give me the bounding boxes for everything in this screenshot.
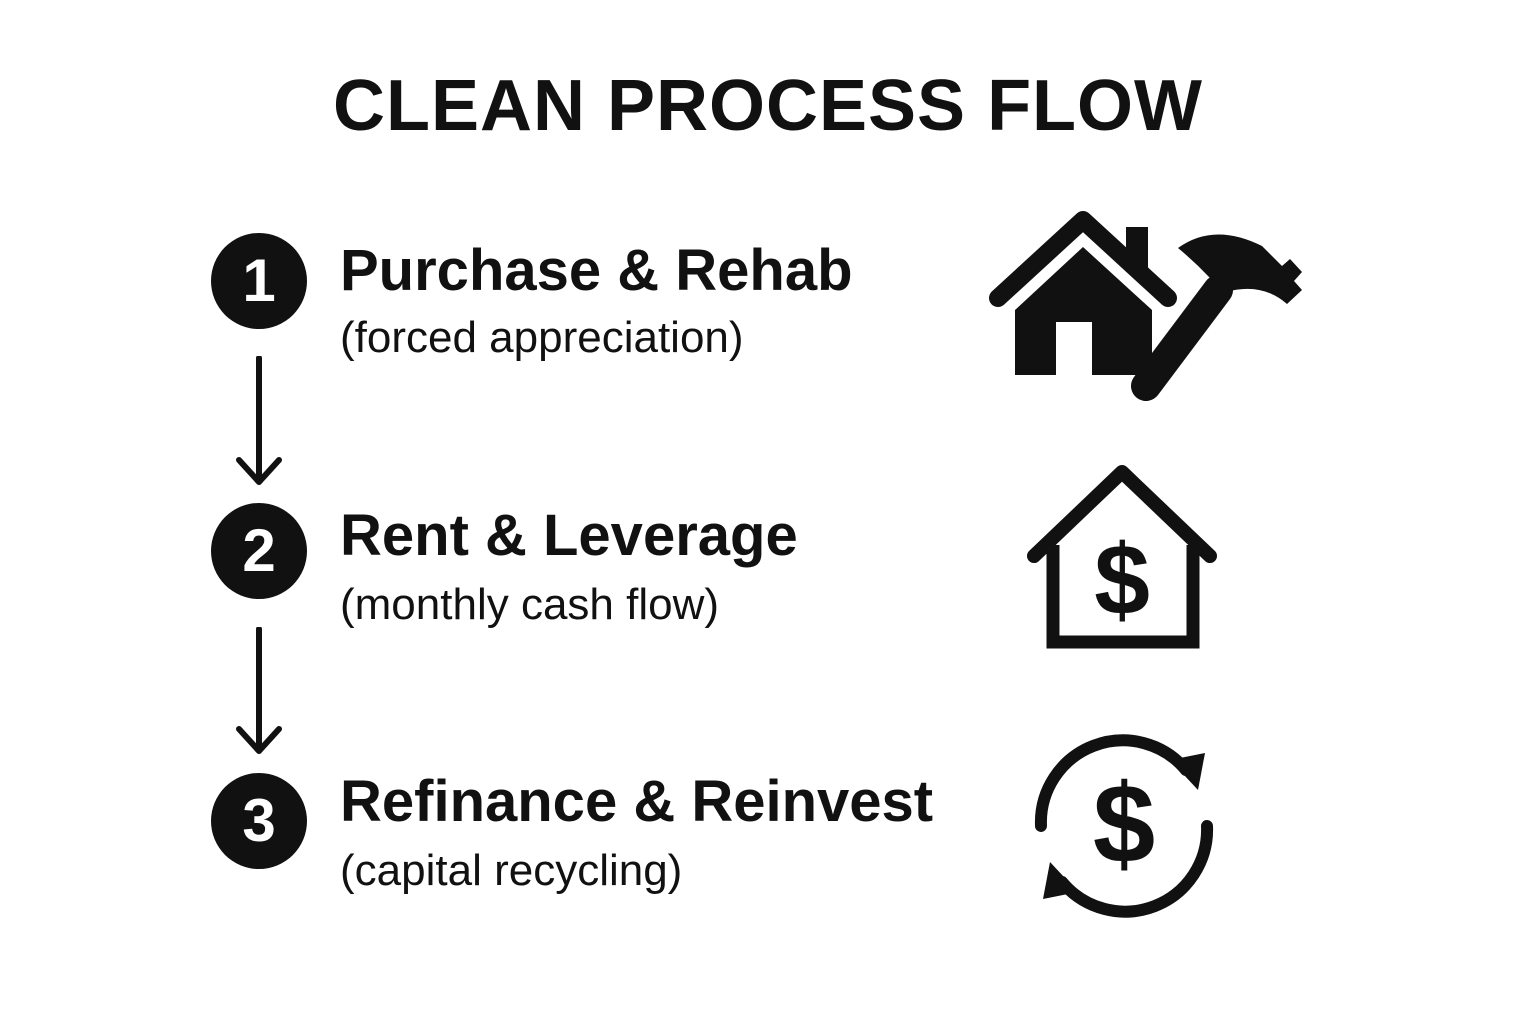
dollar-sign-icon: $	[1094, 524, 1150, 636]
step-2-subtitle: (monthly cash flow)	[340, 580, 720, 629]
step-3-title: Refinance & Reinvest	[340, 769, 934, 834]
down-arrow-icon	[236, 627, 282, 754]
page-title: CLEAN PROCESS FLOW	[332, 66, 1203, 146]
house-dollar-icon: $	[1027, 465, 1217, 649]
step-3-subtitle: (capital recycling)	[340, 846, 683, 895]
step-1-number-badge: 1	[211, 233, 307, 329]
house-hammer-icon	[989, 211, 1302, 401]
dollar-cycle-icon: $	[1034, 734, 1214, 918]
step-2-number-badge: 2	[211, 503, 307, 599]
step-1-subtitle: (forced appreciation)	[340, 313, 744, 362]
step-2-title: Rent & Leverage	[340, 503, 798, 568]
step-1-title: Purchase & Rehab	[340, 238, 853, 303]
dollar-sign-icon: $	[1093, 761, 1155, 886]
down-arrow-icon	[236, 356, 282, 485]
step-3-number-badge: 3	[211, 773, 307, 869]
